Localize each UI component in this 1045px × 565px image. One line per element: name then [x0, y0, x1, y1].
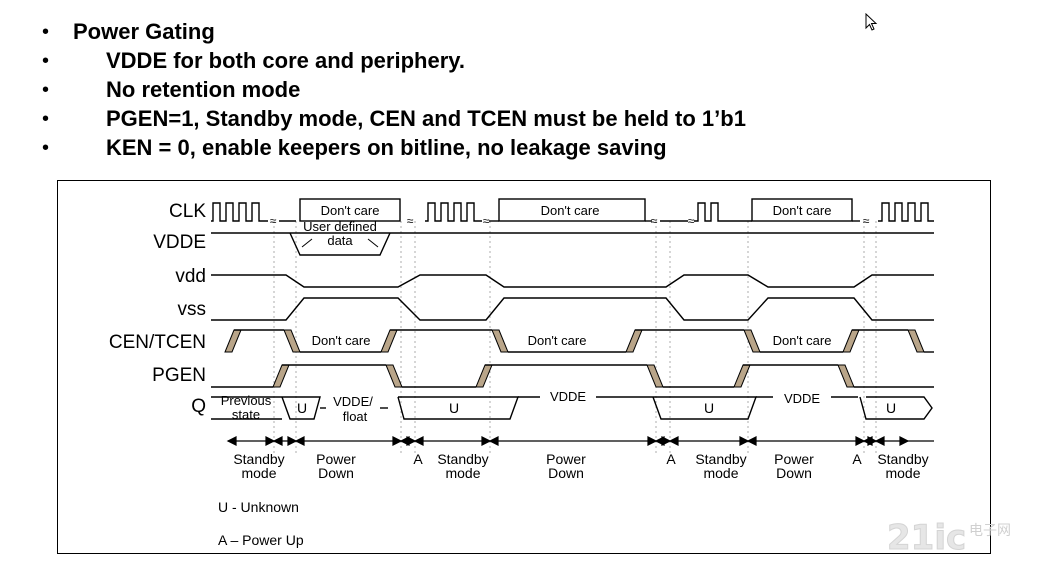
- guide-lines: [273, 221, 877, 456]
- phase-down-2: Down: [548, 465, 584, 481]
- bullet-dot: •: [42, 50, 50, 72]
- signal-label-q: Q: [191, 396, 206, 417]
- q-vdde-label-1: VDDE: [550, 389, 586, 404]
- bullet-text-ken: KEN = 0, enable keepers on bitline, no l…: [106, 135, 667, 160]
- phase-power-1: Power: [316, 451, 356, 467]
- q-unknown-label-2: U: [449, 400, 459, 416]
- phase-down-1: Down: [318, 465, 354, 481]
- break-marks: ≈ ≈ ≈ ≈ ≈ ≈: [270, 214, 870, 228]
- phase-mode-2: mode: [445, 465, 480, 481]
- phase-a-1: A: [413, 451, 423, 467]
- vdd-waveform: [211, 274, 934, 288]
- bullet-dot: •: [42, 137, 50, 159]
- signal-label-cen-tcen: CEN/TCEN: [109, 332, 206, 353]
- phase-standby-2: Standby: [437, 451, 488, 467]
- signal-label-vss: vss: [178, 299, 207, 320]
- vdde-waveform: [211, 232, 934, 256]
- vdde-float-line1: VDDE/: [333, 394, 373, 409]
- legend-unknown: U - Unknown: [218, 499, 299, 515]
- phase-down-3: Down: [776, 465, 812, 481]
- vss-waveform: [211, 297, 934, 321]
- q-unknown-label-3: U: [704, 400, 714, 416]
- mouse-cursor-icon: [865, 13, 878, 31]
- timing-diagram: CLK VDDE vdd vss CEN/TCEN PGEN Q: [57, 180, 991, 554]
- watermark-logo: 21ic 电子网: [887, 518, 1012, 558]
- phase-standby-3: Standby: [695, 451, 746, 467]
- phase-a-3: A: [852, 451, 862, 467]
- q-unknown-label-1: U: [297, 400, 307, 416]
- cen-dont-care-3: Don't care: [773, 333, 832, 348]
- svg-text:≈: ≈: [688, 214, 695, 228]
- q-waveform: [211, 396, 933, 420]
- cen-tcen-waveform: [224, 329, 934, 353]
- user-defined-data-label: data: [327, 233, 353, 248]
- svg-text:≈: ≈: [270, 214, 277, 228]
- signal-label-pgen: PGEN: [152, 365, 206, 386]
- clk-dont-care-2: Don't care: [541, 203, 600, 218]
- svg-text:≈: ≈: [651, 214, 658, 228]
- q-unknown-label-4: U: [886, 400, 896, 416]
- previous-state-line1: Previous: [221, 393, 272, 408]
- user-defined-label: User defined: [303, 219, 377, 234]
- q-vdde-label-2: VDDE: [784, 391, 820, 406]
- phase-mode-1: mode: [241, 465, 276, 481]
- svg-text:≈: ≈: [863, 214, 870, 228]
- clk-dont-care-3: Don't care: [773, 203, 832, 218]
- watermark-sub: 电子网: [969, 523, 1011, 539]
- phase-standby-1: Standby: [233, 451, 284, 467]
- phase-a-2: A: [666, 451, 676, 467]
- bullet-dot: •: [42, 108, 50, 130]
- pgen-waveform: [211, 364, 934, 388]
- signal-label-clk: CLK: [169, 201, 206, 222]
- svg-text:≈: ≈: [483, 214, 490, 228]
- bullet-text-pgen: PGEN=1, Standby mode, CEN and TCEN must …: [106, 106, 746, 131]
- signal-label-vdde: VDDE: [153, 232, 206, 253]
- watermark-main: 21ic: [887, 518, 966, 557]
- bullet-text-retention: No retention mode: [106, 77, 301, 102]
- svg-text:≈: ≈: [407, 214, 414, 228]
- bullet-text-power-gating: Power Gating: [73, 19, 215, 44]
- clk-waveform: [211, 198, 934, 222]
- bullet-text-vdde: VDDE for both core and periphery.: [106, 48, 465, 73]
- phase-mode-4: mode: [885, 465, 920, 481]
- legend-power-up: A – Power Up: [218, 532, 304, 548]
- clk-dont-care-1: Don't care: [321, 203, 380, 218]
- bullet-dot: •: [42, 21, 50, 43]
- phase-mode-3: mode: [703, 465, 738, 481]
- cen-dont-care-1: Don't care: [312, 333, 371, 348]
- vdde-float-line2: float: [343, 409, 368, 424]
- phase-standby-4: Standby: [877, 451, 928, 467]
- signal-label-vdd: vdd: [175, 266, 206, 287]
- phase-power-3: Power: [774, 451, 814, 467]
- user-defined-arrows: [301, 238, 379, 248]
- timing-diagram-svg: CLK VDDE vdd vss CEN/TCEN PGEN Q: [109, 198, 934, 548]
- phase-power-2: Power: [546, 451, 586, 467]
- bullet-dot: •: [42, 79, 50, 101]
- phase-arrows: [226, 436, 934, 446]
- cen-dont-care-2: Don't care: [528, 333, 587, 348]
- previous-state-line2: state: [232, 407, 260, 422]
